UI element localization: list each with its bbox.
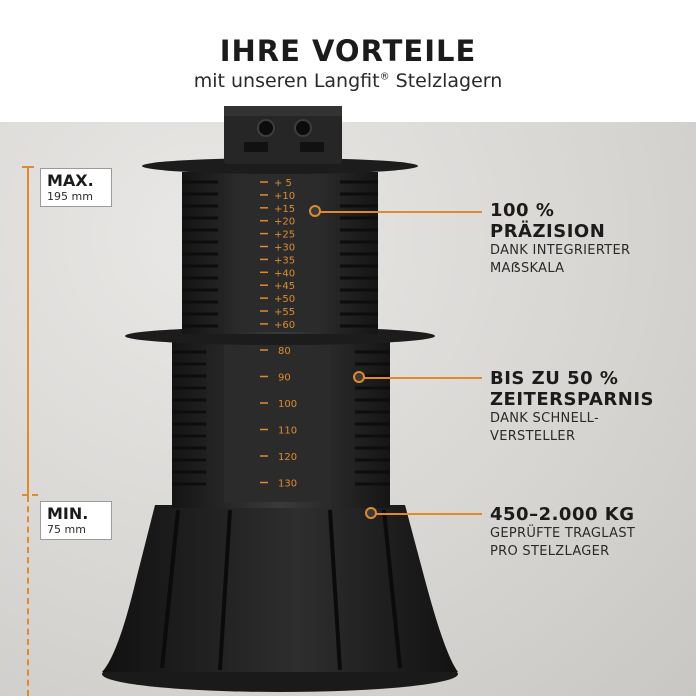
callout-dot-load — [365, 507, 377, 519]
height-measure-line — [27, 166, 29, 496]
upper-scale-label: +20 — [274, 217, 295, 228]
max-value: 195 mm — [47, 190, 93, 203]
page-title: IHRE VORTEILE — [219, 34, 477, 68]
upper-scale-label: +30 — [274, 243, 295, 254]
lower-scale-label: 130 — [278, 479, 297, 490]
leader-line-load — [374, 513, 482, 515]
conical-base — [102, 505, 458, 672]
min-value: 75 mm — [47, 523, 86, 536]
screw-hole-icon — [257, 119, 275, 137]
upper-threads — [182, 180, 378, 328]
feature-description: DANK SCHNELL- — [490, 411, 599, 426]
head-block-top — [224, 106, 342, 116]
page-subtitle: mit unseren Langfit® Stelzlagern — [0, 70, 696, 92]
callout-dot-precision — [309, 205, 321, 217]
leader-line-precision — [318, 211, 482, 213]
feature-precision: 100 % PRÄZISION DANK INTEGRIERTER MAẞSKA… — [490, 200, 690, 278]
upper-scale-label: +60 — [274, 320, 295, 331]
subtitle-pre: mit unseren Langfit — [193, 70, 380, 92]
upper-scale-label: +40 — [274, 268, 295, 279]
subtitle-post: Stelzlagern — [389, 70, 503, 92]
feature-headline: PRÄZISION — [490, 221, 606, 242]
measure-tick-top — [22, 166, 34, 168]
upper-scale-label: +25 — [274, 230, 295, 241]
height-measure-dashed — [27, 496, 29, 696]
feature-description: GEPRÜFTE TRAGLAST — [490, 526, 636, 541]
upper-scale-label: +10 — [274, 191, 295, 202]
lower-scale-label: 90 — [278, 373, 291, 384]
lower-scale-label: 120 — [278, 452, 297, 463]
upper-scale-panel — [240, 174, 316, 332]
feature-headline: ZEITERSPARNIS — [490, 389, 654, 410]
feature-description: VERSTELLER — [490, 429, 576, 444]
base-rib — [382, 509, 402, 669]
callout-dot-time — [353, 371, 365, 383]
max-label: MAX. — [47, 171, 94, 190]
base-rib — [328, 509, 342, 671]
lower-scale-label: 100 — [278, 399, 297, 410]
upper-scale-label: +35 — [274, 255, 295, 266]
min-height-label: MIN. 75 mm — [40, 501, 112, 540]
lower-scale-panel — [224, 342, 330, 502]
upper-scale: + 5 +10 +15 +20 +25 +30+35 +40 +45 +50 +55 +60 — [260, 178, 295, 331]
upper-scale-label: +45 — [274, 281, 295, 292]
head-slot — [300, 142, 324, 152]
feature-headline: BIS ZU 50 % — [490, 368, 619, 389]
feature-description: DANK INTEGRIERTER — [490, 243, 631, 258]
feature-description: MAẞSKALA — [490, 261, 565, 276]
measure-tick-min — [22, 494, 38, 496]
feature-load-capacity: 450–2.000 KG GEPRÜFTE TRAGLAST PRO STELZ… — [490, 504, 690, 561]
feature-headline: 100 % — [490, 200, 555, 221]
lower-threads — [172, 350, 390, 486]
leader-line-time — [362, 377, 482, 379]
screw-hole-icon — [294, 119, 312, 137]
head-slot — [244, 142, 268, 152]
upper-scale-label: +15 — [274, 204, 295, 215]
feature-description: PRO STELZLAGER — [490, 544, 610, 559]
header: IHRE VORTEILE mit unseren Langfit® Stelz… — [0, 0, 696, 122]
registered-mark: ® — [379, 71, 390, 83]
min-label: MIN. — [47, 504, 89, 523]
feature-headline: 450–2.000 KG — [490, 504, 635, 525]
max-height-label: MAX. 195 mm — [40, 168, 112, 207]
lower-scale: 80 90 100 110 120 130 — [260, 346, 297, 490]
lower-scale-label: 80 — [278, 346, 291, 357]
upper-scale-label: +55 — [274, 307, 295, 318]
lower-scale-label: 110 — [278, 426, 297, 437]
base-rib — [218, 509, 232, 671]
feature-time-saving: BIS ZU 50 % ZEITERSPARNIS DANK SCHNELL- … — [490, 368, 690, 446]
upper-scale-label: +50 — [274, 294, 295, 305]
upper-scale-label: + 5 — [274, 178, 292, 189]
top-plate — [142, 158, 418, 174]
base-rib — [160, 509, 180, 669]
pedestal-illustration: + 5 +10 +15 +20 +25 +30+35 +40 +45 +50 +55 +60 80 9… — [102, 106, 458, 692]
